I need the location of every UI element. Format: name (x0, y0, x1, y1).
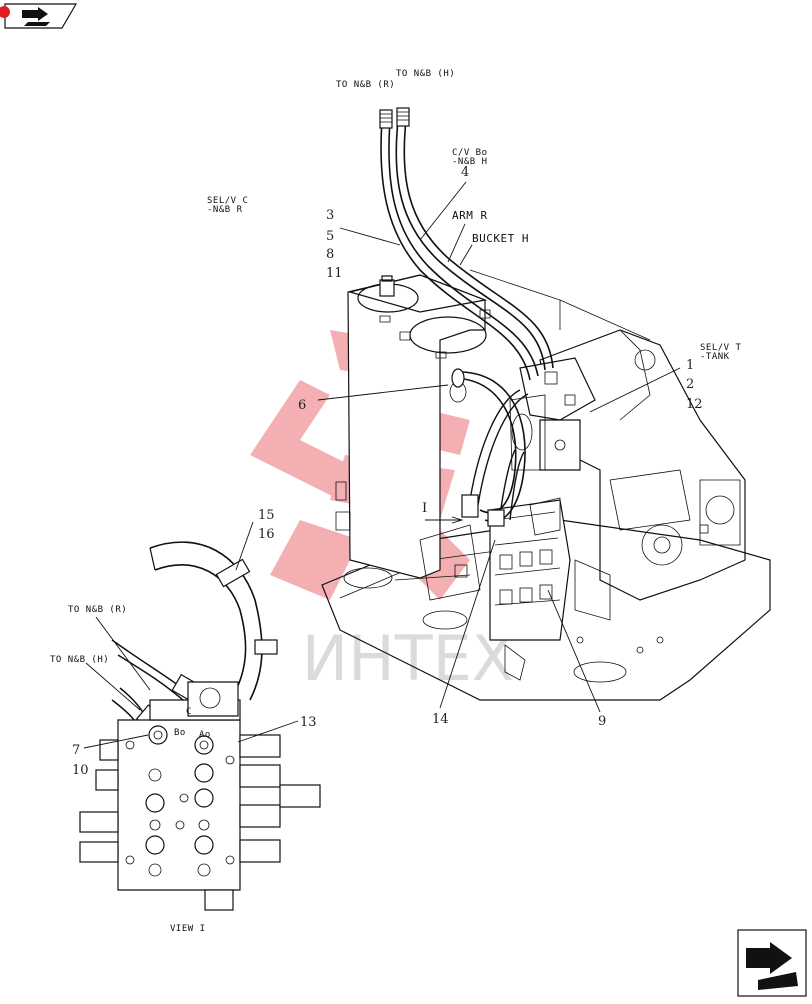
callout-4: 4 (461, 165, 469, 180)
watermark-text: ИНТЕХ (302, 622, 515, 695)
to-nb-r-top-label: TO N&B (R) (336, 80, 395, 90)
callout-11: 11 (326, 266, 343, 281)
callout-10: 10 (72, 763, 89, 778)
port-c-label: C (186, 707, 192, 717)
cv-bo-label-line1: C/V Bo (452, 148, 488, 158)
cv-bo-label-line2: -N&B H (452, 157, 488, 167)
to-nb-h-left-label: TO N&B (H) (50, 655, 109, 665)
leader-lines (83, 181, 681, 749)
hose-fitting-r (379, 109, 393, 129)
bucket-h-label: BUCKET H (472, 232, 529, 245)
callout-6: 6 (298, 398, 306, 413)
selv-c-label-line2: -N&B R (207, 205, 243, 215)
to-nb-h-top-label: TO N&B (H) (396, 69, 455, 79)
hose-lines (379, 107, 554, 527)
callout-2: 2 (686, 377, 694, 392)
selv-t-label-line2: -TANK (700, 352, 730, 362)
text-labels: TO N&B (H) TO N&B (R) C/V Bo -N&B H SEL/… (50, 69, 742, 934)
callout-16: 16 (258, 527, 275, 542)
selv-t-label-line1: SEL/V T (700, 343, 742, 353)
to-nb-r-left-label: TO N&B (R) (68, 605, 127, 615)
callout-12: 12 (686, 397, 703, 412)
hose-fitting-h (396, 107, 410, 127)
arm-r-label: ARM R (452, 209, 488, 222)
callout-8: 8 (326, 247, 334, 262)
valve-ports (125, 725, 235, 877)
callout-1: 1 (686, 358, 694, 373)
view-i-label: VIEW I (170, 924, 206, 934)
view-arrow-label: I (422, 501, 427, 516)
inset-view-i: C Bo Ao (79, 541, 321, 911)
callout-15: 15 (258, 508, 275, 523)
machine-frame (321, 269, 771, 701)
callout-3: 3 (326, 208, 334, 223)
callout-13: 13 (300, 715, 317, 730)
callout-9: 9 (598, 714, 606, 729)
port-ao-label: Ao (199, 730, 211, 740)
callout-14: 14 (432, 712, 449, 727)
flag-arrow-icon[interactable] (0, 3, 78, 29)
next-arrow-icon[interactable] (737, 929, 807, 997)
red-dot-icon (0, 6, 10, 18)
callout-5: 5 (326, 229, 334, 244)
callout-7: 7 (72, 743, 80, 758)
selv-c-label-line1: SEL/V C (207, 196, 248, 206)
port-bo-label: Bo (174, 728, 186, 738)
callout-numbers: 4 3 5 8 11 1 2 12 6 14 9 15 16 7 10 13 (72, 165, 703, 778)
